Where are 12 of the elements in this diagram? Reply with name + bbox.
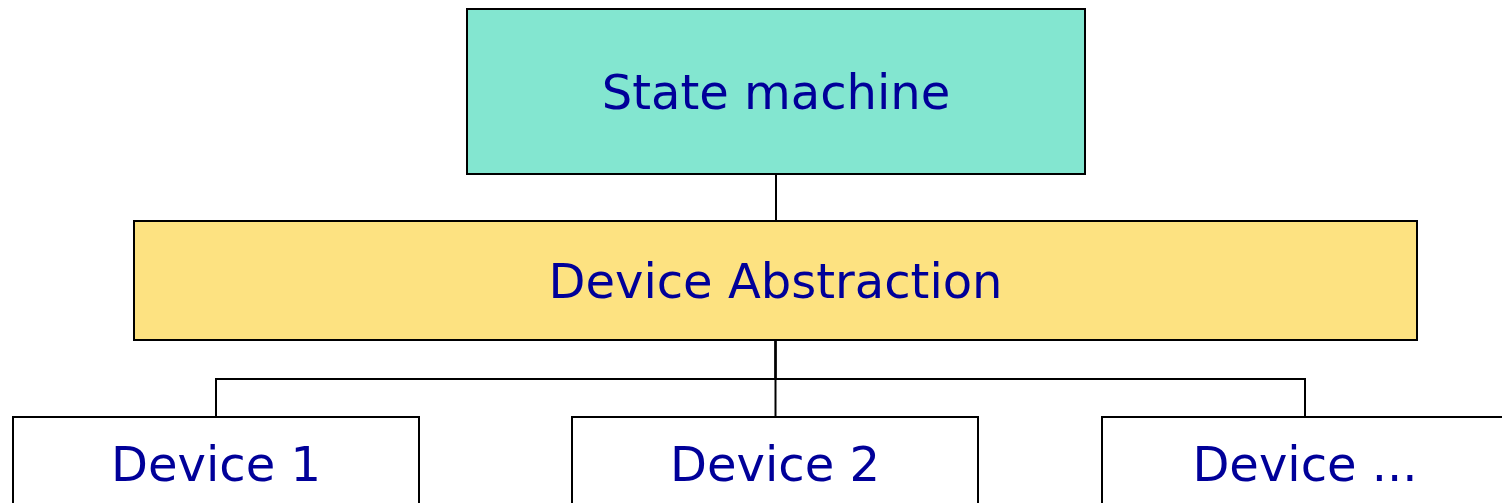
connector-line [775,174,777,221]
node-label: Device Abstraction [548,252,1003,309]
node-label: Device 2 [670,436,880,492]
node-label: State machine [601,63,951,120]
node-label: Device ... [1192,436,1418,492]
connector-line [774,340,1306,417]
layer-box [466,8,1086,175]
device-box [12,416,420,503]
layer-box [133,220,1418,341]
node-label: Device 1 [111,436,321,492]
device-box [571,416,979,503]
device-box [1101,416,1502,503]
